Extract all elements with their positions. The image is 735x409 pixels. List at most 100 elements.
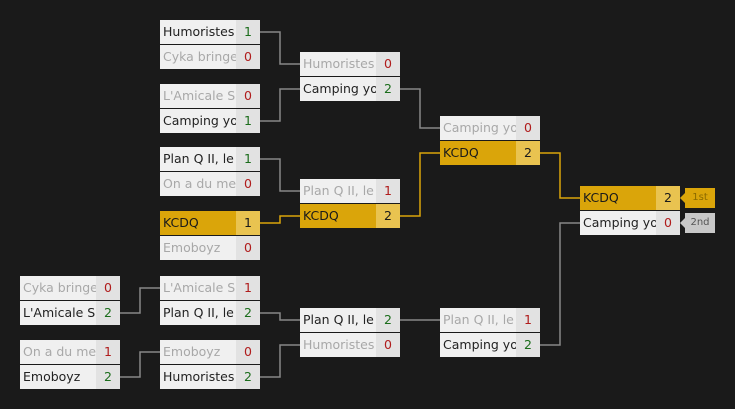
team-name: KCDQ bbox=[443, 145, 479, 160]
team-score: 0 bbox=[376, 52, 400, 76]
team-slot-loser[interactable]: Emoboyz 0 bbox=[160, 340, 260, 364]
team-score: 0 bbox=[236, 45, 260, 69]
team-score: 0 bbox=[96, 276, 120, 300]
team-slot-winner[interactable]: Camping you2 bbox=[440, 333, 540, 357]
team-score: 2 bbox=[236, 301, 260, 325]
team-score: 1 bbox=[96, 340, 120, 364]
team-slot-winner[interactable]: Camping you1 bbox=[160, 109, 260, 133]
team-name: KCDQ bbox=[583, 190, 619, 205]
team-name: Emoboyz bbox=[163, 344, 221, 359]
team-score: 2 bbox=[96, 301, 120, 325]
team-slot-winner[interactable]: Emoboyz 2 bbox=[20, 365, 120, 389]
team-score: 1 bbox=[236, 20, 260, 44]
team-score: 1 bbox=[236, 276, 260, 300]
team-score: 0 bbox=[236, 84, 260, 108]
team-score: 2 bbox=[516, 141, 540, 165]
placement-first-badge: 1st bbox=[680, 188, 715, 208]
team-slot-winner[interactable]: KCDQ 2 bbox=[300, 204, 400, 228]
team-score: 1 bbox=[516, 308, 540, 332]
team-name: L'Amicale Sa bbox=[163, 88, 236, 103]
team-name: Plan Q II, le bbox=[303, 183, 374, 198]
placement-second-badge: 2nd bbox=[680, 213, 715, 233]
team-name: Cyka bringer bbox=[163, 49, 236, 64]
team-name: Plan Q II, le bbox=[303, 312, 374, 327]
match-winners-r1-2: L'Amicale Sa0 Camping you1 bbox=[160, 84, 260, 134]
team-name: Humoristes bbox=[163, 24, 235, 39]
team-name: On a du mer bbox=[23, 344, 96, 359]
team-slot-loser[interactable]: Camping you0 bbox=[440, 116, 540, 140]
team-score: 0 bbox=[236, 340, 260, 364]
team-slot-winner[interactable]: KCDQ 1 bbox=[160, 211, 260, 235]
team-score: 2 bbox=[516, 333, 540, 357]
team-score: 1 bbox=[236, 211, 260, 235]
team-slot-winner[interactable]: Camping you2 bbox=[300, 77, 400, 101]
team-name: Plan Q II, le bbox=[163, 151, 234, 166]
match-winners-r3-1: Camping you0 KCDQ 2 bbox=[440, 116, 540, 166]
team-name: Emoboyz bbox=[23, 369, 81, 384]
team-slot-winner[interactable]: KCDQ 2 bbox=[440, 141, 540, 165]
team-name: KCDQ bbox=[303, 208, 339, 223]
team-score: 2 bbox=[236, 365, 260, 389]
team-name: Camping you bbox=[443, 337, 516, 352]
team-name: Humoristes bbox=[303, 337, 375, 352]
team-slot-winner[interactable]: KCDQ 2 bbox=[580, 186, 680, 210]
team-score: 0 bbox=[376, 333, 400, 357]
team-score: 0 bbox=[236, 236, 260, 260]
match-winners-r1-4: KCDQ 1 Emoboyz 0 bbox=[160, 211, 260, 261]
team-name: L'Amicale Sa bbox=[163, 280, 236, 295]
team-score: 0 bbox=[516, 116, 540, 140]
team-name: Camping you bbox=[583, 215, 656, 230]
team-score: 2 bbox=[96, 365, 120, 389]
team-name: Humoristes bbox=[163, 369, 235, 384]
team-slot-runner-up[interactable]: Camping you0 bbox=[580, 211, 680, 235]
team-score: 0 bbox=[656, 211, 680, 235]
team-name: Plan Q II, le bbox=[443, 312, 514, 327]
team-name: Cyka bringer bbox=[23, 280, 96, 295]
team-name: KCDQ bbox=[163, 215, 199, 230]
team-name: Humoristes bbox=[303, 56, 375, 71]
team-name: L'Amicale Sa bbox=[23, 305, 96, 320]
team-name: On a du mer bbox=[163, 176, 236, 191]
team-score: 0 bbox=[236, 172, 260, 196]
match-losers-final: Plan Q II, le1 Camping you2 bbox=[440, 308, 540, 358]
team-slot-loser[interactable]: Emoboyz 0 bbox=[160, 236, 260, 260]
team-score: 2 bbox=[376, 77, 400, 101]
team-name: Camping you bbox=[303, 81, 376, 96]
team-name: Plan Q II, le bbox=[163, 305, 234, 320]
team-score: 2 bbox=[376, 204, 400, 228]
team-score: 1 bbox=[236, 147, 260, 171]
team-name: Camping you bbox=[443, 120, 516, 135]
match-grand-final: KCDQ 2 Camping you0 bbox=[580, 186, 680, 236]
team-score: 1 bbox=[236, 109, 260, 133]
team-name: Emoboyz bbox=[163, 240, 221, 255]
team-name: Camping you bbox=[163, 113, 236, 128]
team-score: 2 bbox=[376, 308, 400, 332]
team-score: 2 bbox=[656, 186, 680, 210]
